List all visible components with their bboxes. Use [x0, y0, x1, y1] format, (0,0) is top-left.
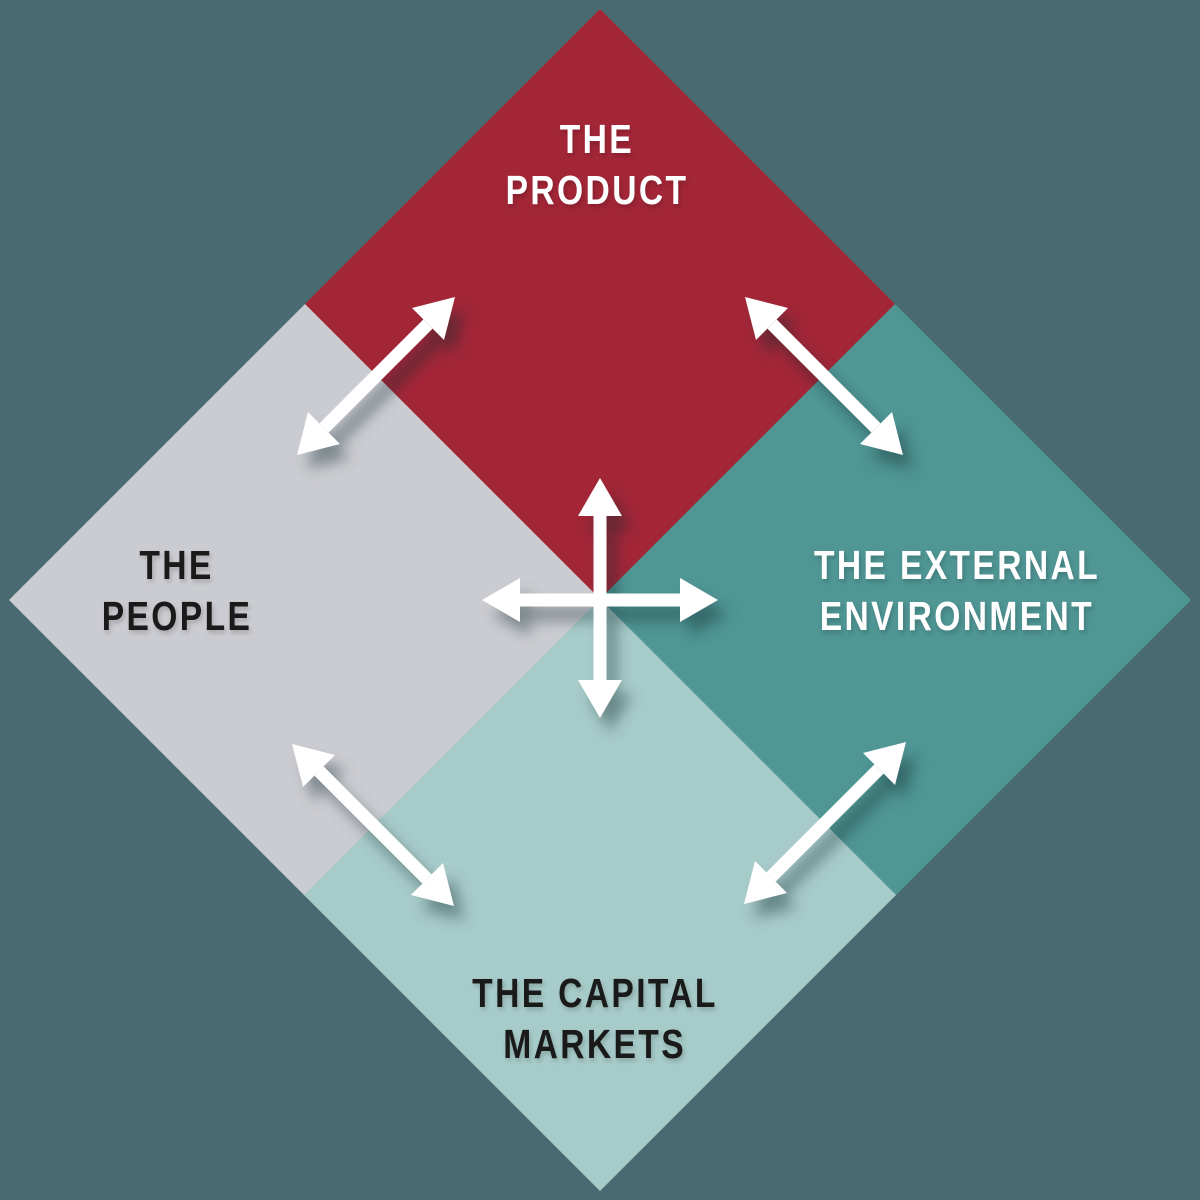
label-people-line-1: THE: [139, 542, 215, 588]
center-cross-arrows-icon: [482, 478, 718, 718]
label-external-line-2: ENVIRONMENT: [819, 593, 1095, 639]
label-capital-line-1: THE CAPITAL: [472, 970, 718, 1016]
label-capital-line-2: MARKETS: [503, 1021, 687, 1067]
people-capital-arrow-icon: [292, 744, 454, 906]
product-people-arrow-icon: [297, 297, 455, 455]
environment-capital-arrow-icon: [744, 742, 906, 904]
label-external-environment: THE EXTERNAL ENVIRONMENT: [783, 540, 1132, 642]
label-people-line-2: PEOPLE: [101, 593, 253, 639]
label-people: THE PEOPLE: [85, 540, 269, 642]
label-external-line-1: THE EXTERNAL: [813, 542, 1101, 588]
label-product: THE PRODUCT: [486, 114, 709, 216]
label-capital-markets: THE CAPITAL MARKETS: [445, 968, 745, 1070]
product-environment-arrow-icon: [745, 297, 903, 455]
label-product-line-1: THE: [559, 116, 635, 162]
label-product-line-2: PRODUCT: [505, 167, 689, 213]
quadrant-capital-markets: [303, 598, 897, 1192]
